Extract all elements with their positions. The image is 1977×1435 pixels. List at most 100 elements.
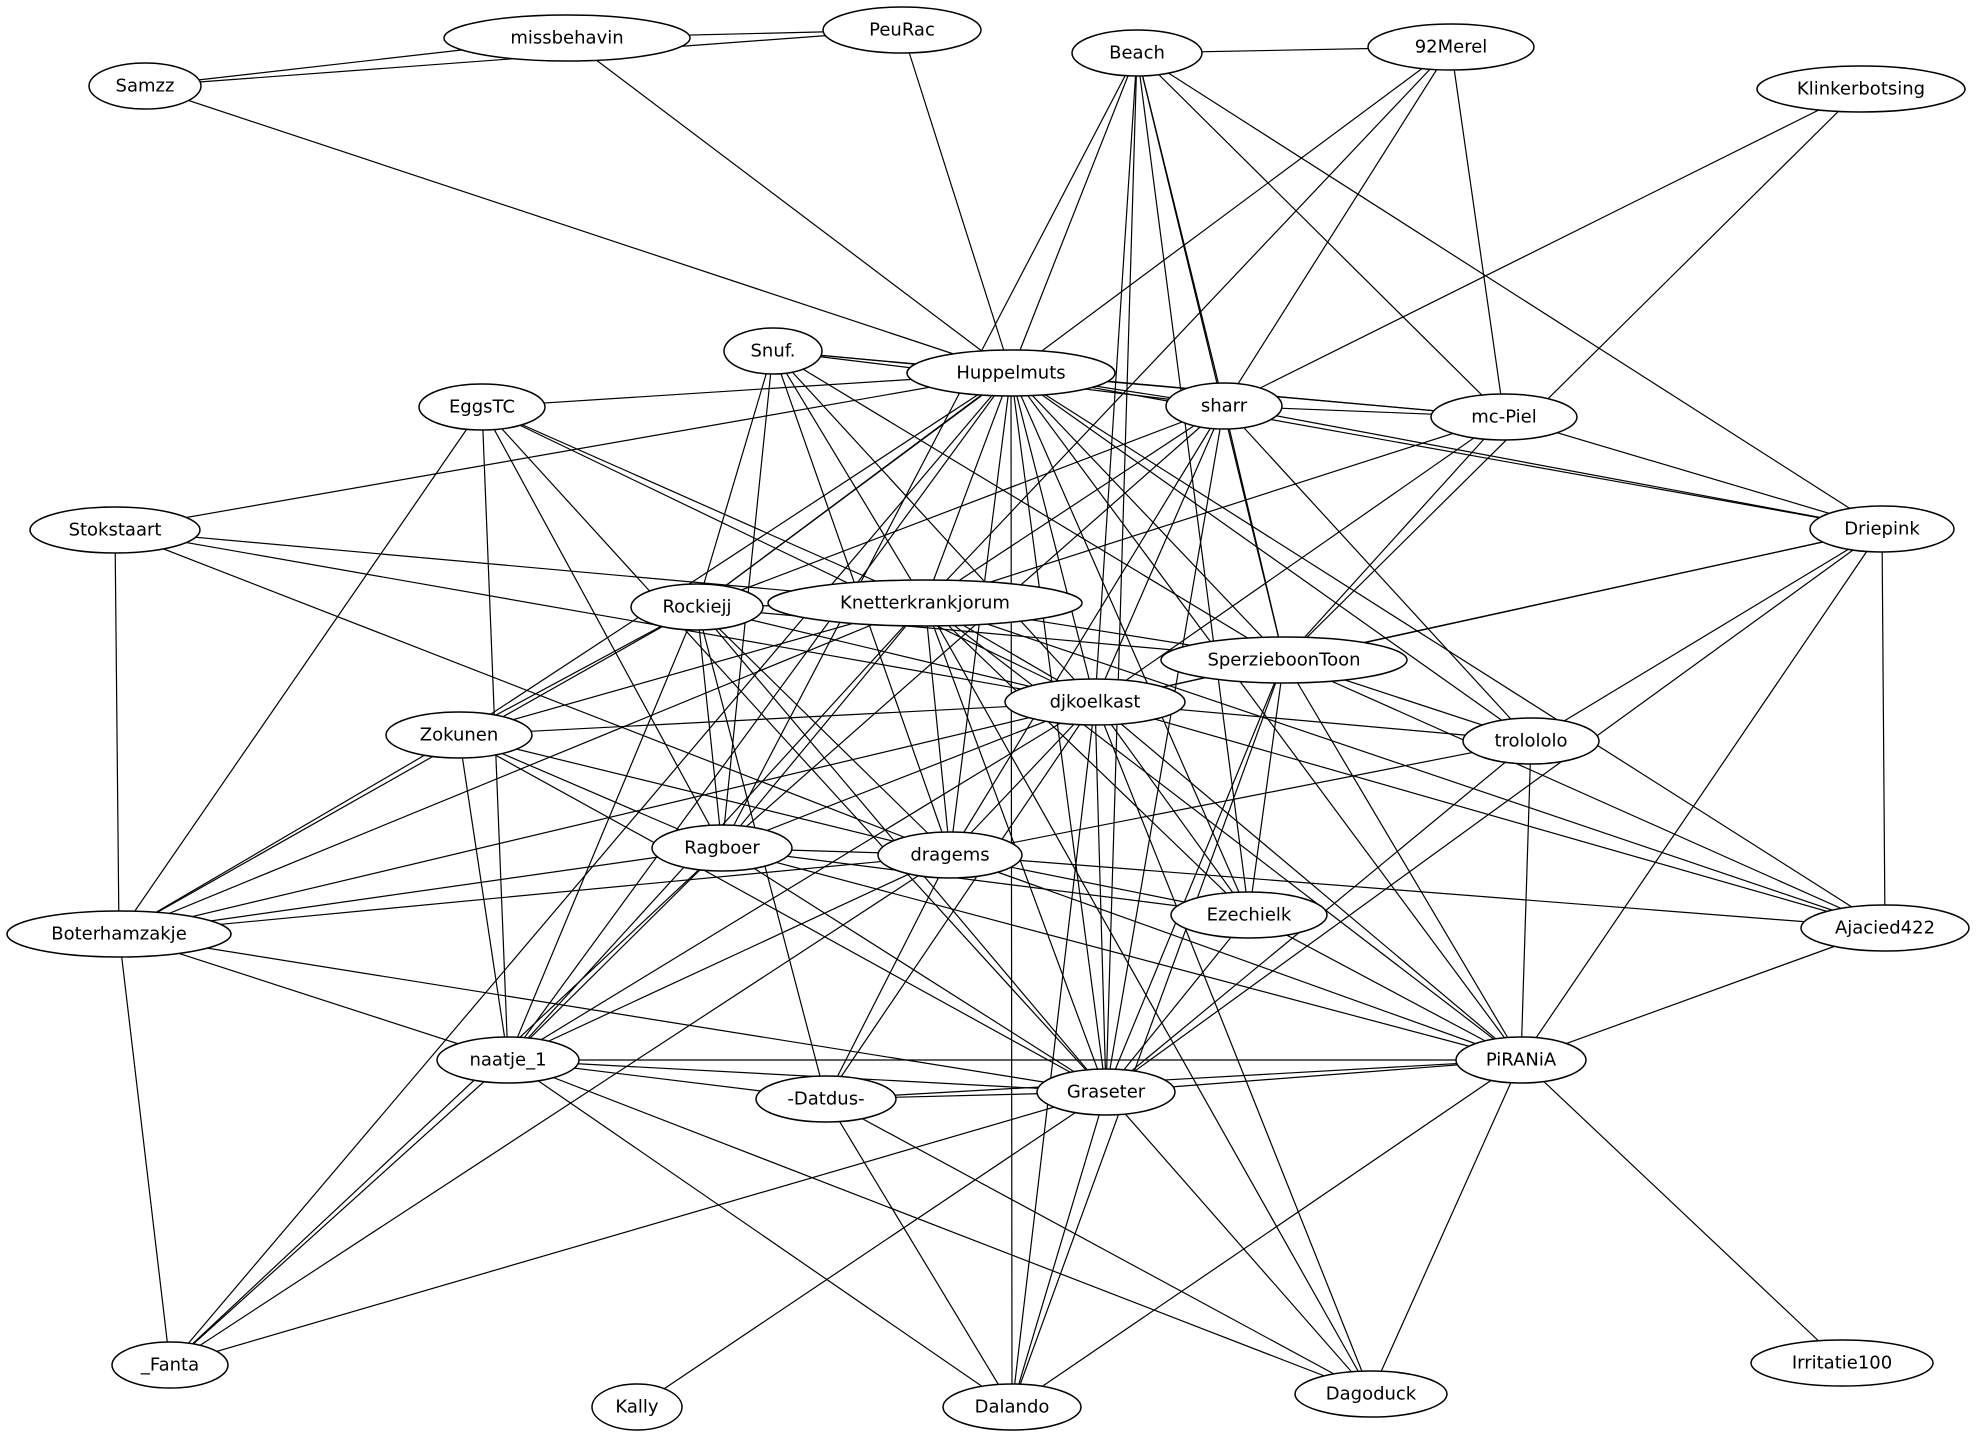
edge-mcpiel-djkoelkast (1094, 416, 1505, 703)
node-label: sharr (1201, 396, 1248, 417)
edge-datdus-dalando (825, 1098, 1013, 1408)
edge-mcpiel-sperzieboontoon (1283, 416, 1505, 661)
edge-beach-graseter (1105, 52, 1138, 1093)
node-sharr: sharr (1165, 382, 1283, 430)
node-ellipse (436, 1036, 580, 1084)
node-beach: Beach (1071, 29, 1203, 77)
edge-dragems-naatje-1 (507, 854, 951, 1061)
node-dalando: Dalando (942, 1383, 1082, 1431)
edge-boterhamzakje-graseter (118, 933, 1107, 1093)
node-label: Beach (1109, 43, 1165, 64)
node-ellipse (88, 62, 202, 110)
edge-ragboer-ezechielk (721, 847, 1250, 916)
node-label: Stokstaart (69, 520, 162, 541)
node-ellipse (1170, 891, 1328, 939)
node-label: Dagoduck (1326, 1384, 1417, 1405)
edge-snuf-rockiejj (696, 350, 774, 608)
node-ellipse (877, 831, 1023, 879)
edge-graseter-kally (636, 1091, 1107, 1408)
node-sperzieboontoon: SperzieboonToon (1160, 636, 1408, 684)
node-knetterkrankjorum: Knetterkrankjorum (767, 579, 1083, 627)
edge-sharr-trolololo (1223, 405, 1532, 742)
node-label: Klinkerbotsing (1797, 79, 1925, 100)
edge-eggstc-knetterkrankjorum (481, 406, 926, 604)
edge-rockiejj-zokunen (458, 606, 698, 736)
edge-snuf-knetterkrankjorum (772, 350, 926, 604)
node-ellipse (1462, 717, 1600, 765)
edge-graseter-dagoduck (1105, 1091, 1372, 1395)
node-dagoduck: Dagoduck (1294, 1370, 1448, 1418)
edge-beach-driepink (1136, 52, 1883, 530)
edge-sharr-knetterkrankjorum (924, 405, 1225, 604)
node-label: PeuRac (869, 20, 935, 41)
node-ellipse (1756, 65, 1966, 113)
edge-djkoelkast-datdus (825, 701, 1096, 1100)
edge-dragems-datdus (825, 854, 951, 1100)
node-label: -Datdus- (787, 1089, 864, 1110)
edge-ezechielk-pirania (1248, 914, 1522, 1061)
edge-eggstc-boterhamzakje (118, 406, 483, 935)
edge-beach-ragboer (721, 52, 1138, 849)
edge-eggstc-ragboer (481, 406, 723, 849)
edge-sperzieboontoon-ezechielk (1248, 659, 1285, 916)
node-ajacied422: Ajacied422 (1800, 904, 1970, 952)
node-ellipse (111, 1341, 229, 1389)
edge-driepink-ajacied422 (1881, 528, 1886, 929)
edge-naatje-1-dalando (507, 1059, 1013, 1408)
edge-pirania-datdus (825, 1059, 1522, 1100)
node-ellipse (651, 824, 793, 872)
edge-pirania-graseter (1105, 1059, 1522, 1093)
edge-graseter-fanta (169, 1091, 1107, 1366)
edge-knetterkrankjorum-zokunen (458, 602, 926, 736)
edge-ragboer-pirania (721, 847, 1522, 1061)
node-label: 92Merel (1415, 37, 1488, 58)
node-datdus: -Datdus- (755, 1075, 897, 1123)
node-missbehavin: missbehavin (443, 14, 691, 62)
edge-huppelmuts-pirania (1010, 372, 1522, 1061)
edge-huppelmuts-rockiejj (696, 372, 1012, 608)
edge-djkoelkast-pirania (1094, 701, 1522, 1061)
edge-huppelmuts-naatje-1 (507, 372, 1012, 1061)
node-ellipse (385, 711, 533, 759)
node-graseter: Graseter (1036, 1068, 1176, 1116)
edge-beach-huppelmuts (1010, 52, 1138, 374)
node-irritatie100: Irritatie100 (1750, 1339, 1934, 1387)
node-ellipse (942, 1383, 1082, 1431)
edge-sperzieboontoon-pirania (1283, 659, 1522, 1061)
node-ellipse (1809, 505, 1955, 553)
node-peurac: PeuRac (822, 6, 982, 54)
edge-dragems-ajacied422 (949, 854, 1886, 929)
edge-djkoelkast-ezechielk (1094, 701, 1250, 916)
edge-huppelmuts-sperzieboontoon (1010, 372, 1285, 661)
node-zokunen: Zokunen (385, 711, 533, 759)
edge-naatje-1-dagoduck (507, 1059, 1372, 1395)
node-label: Dalando (975, 1397, 1050, 1418)
node-label: naatje_1 (469, 1050, 546, 1071)
node-ezechielk: Ezechielk (1170, 891, 1328, 939)
edge-knetterkrankjorum-ezechielk (924, 602, 1250, 916)
edge-boterhamzakje-fanta (118, 933, 171, 1366)
edge-dragems-fanta (169, 854, 951, 1366)
node-label: djkoelkast (1050, 692, 1141, 713)
node-label: Rockiejj (662, 597, 731, 618)
edge-djkoelkast-ragboer (721, 701, 1096, 849)
node-label: Snuf. (751, 341, 796, 362)
node-ellipse (1367, 23, 1535, 71)
edge-pirania-dalando (1011, 1059, 1522, 1408)
edge-driepink-trolololo (1530, 528, 1883, 742)
node-ellipse (1430, 393, 1578, 441)
node-92merel: 92Merel (1367, 23, 1535, 71)
node-ellipse (443, 14, 691, 62)
edge-ajacied422-pirania (1520, 927, 1886, 1061)
node-ellipse (723, 327, 823, 375)
node-naatje-1: naatje_1 (436, 1036, 580, 1084)
edge-huppelmuts-trolololo (1010, 372, 1532, 742)
edge-sharr-djkoelkast (1094, 405, 1225, 703)
edge-rockiejj-ragboer (696, 606, 723, 849)
node-label: Samzz (116, 76, 175, 97)
edge-rockiejj-boterhamzakje (118, 606, 698, 935)
node-label: PiRANiA (1486, 1050, 1557, 1071)
